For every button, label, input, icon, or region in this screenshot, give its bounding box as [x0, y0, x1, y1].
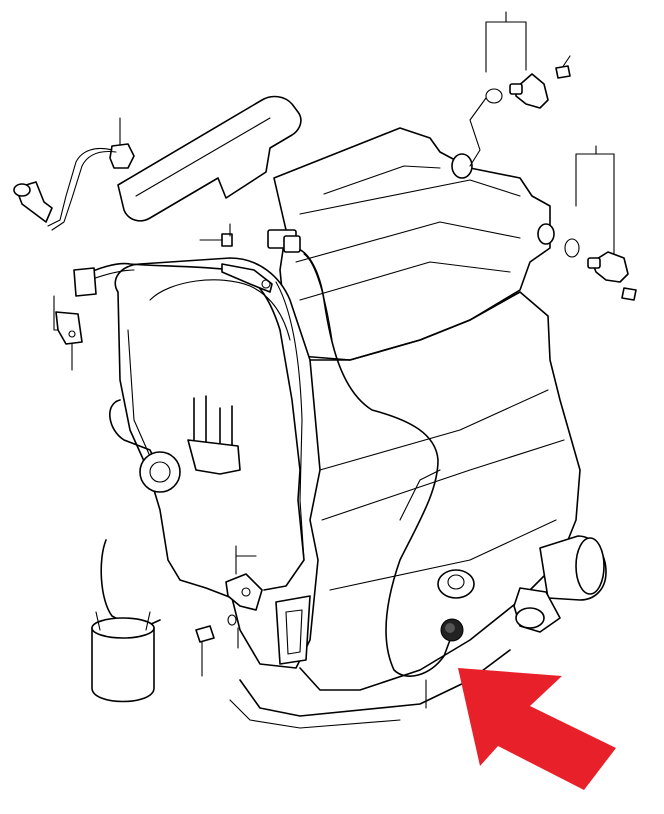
harness-bracket-bolt — [199, 223, 301, 293]
camshaft-position-sensor-upper — [469, 11, 549, 167]
crankshaft-position-sensor — [225, 545, 263, 611]
wiring-harness — [83, 247, 451, 677]
left-temperature-sensor — [13, 117, 135, 231]
lower-washer — [227, 614, 239, 649]
bolt-upper-right — [555, 55, 571, 79]
o-ring-upper — [485, 88, 503, 104]
lower-bolt — [195, 625, 215, 677]
red-pointer-arrow — [458, 668, 616, 790]
o-ring-right — [564, 238, 580, 258]
bolt-right — [621, 287, 637, 301]
camshaft-position-sensor-right — [575, 145, 629, 283]
left-bracket-sensor — [53, 267, 97, 371]
engine-block — [91, 95, 607, 729]
knock-sensor[interactable] — [425, 618, 464, 709]
